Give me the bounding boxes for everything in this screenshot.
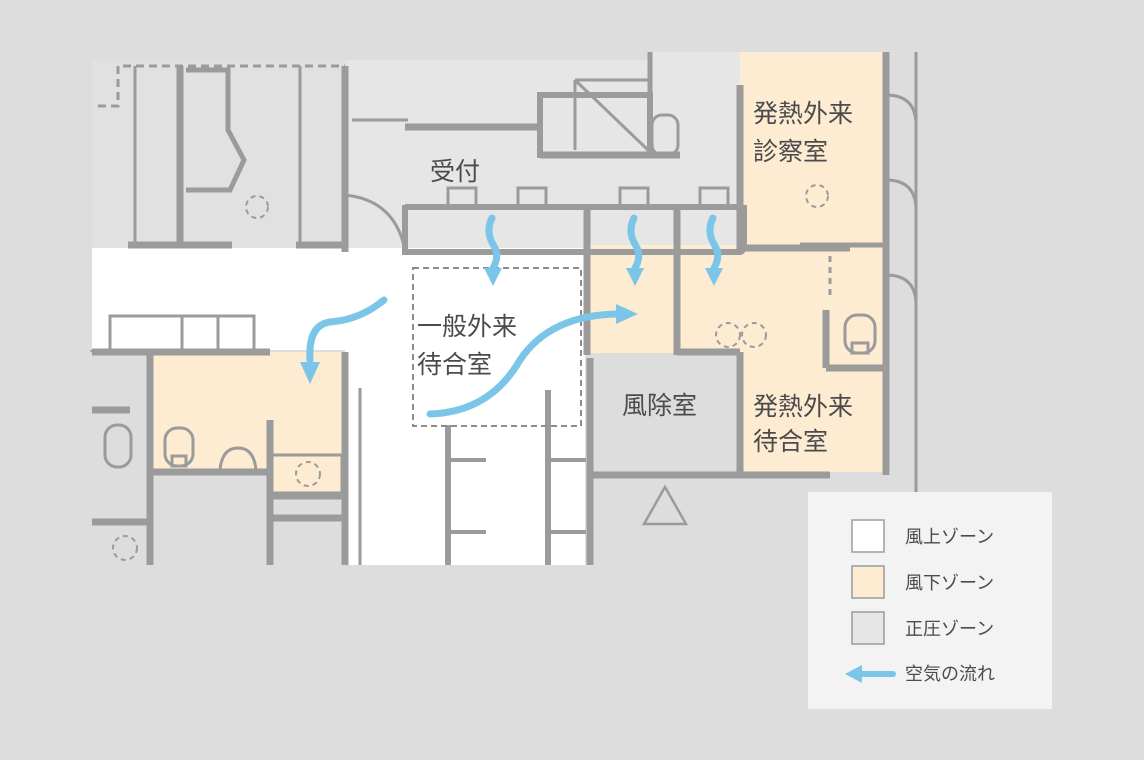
legend-label-positive: 正圧ゾーン <box>905 619 994 640</box>
airflow-arrow-wave <box>426 310 622 418</box>
triangle-icon <box>641 484 689 526</box>
legend-swatch-positive <box>851 611 885 645</box>
fever-waiting-label-2: 待合室 <box>753 427 828 456</box>
airflow-arrow-counter-1 <box>485 214 501 272</box>
fever-waiting-label-1: 発熱外来 <box>753 392 853 421</box>
legend-label-upwind: 風上ゾーン <box>905 527 994 548</box>
zone-downwind-fever-exam <box>740 52 886 252</box>
legend-swatch-upwind <box>851 519 885 553</box>
walls <box>92 52 890 565</box>
windbreak-label: 風除室 <box>622 391 697 420</box>
airflow-arrow-left <box>306 296 388 364</box>
zone-positive-left <box>92 60 347 250</box>
general-waiting-label-2: 待合室 <box>417 350 492 379</box>
toilet-icons <box>103 313 877 471</box>
seat-icons <box>112 184 829 561</box>
legend-swatch-downwind <box>851 565 885 599</box>
fever-exam-label-2: 診察室 <box>753 137 828 166</box>
legend: 風上ゾーン 風下ゾーン 正圧ゾーン 空気の流れ <box>808 492 1052 709</box>
airflow-arrow-counter-2 <box>627 214 643 272</box>
legend-airflow-arrowhead <box>845 665 862 683</box>
zone-windbreak <box>590 355 738 475</box>
zone-lower-right <box>590 475 830 565</box>
airflow-arrowheads <box>300 268 723 384</box>
reception-label: 受付 <box>430 157 480 186</box>
general-waiting-label-1: 一般外来 <box>417 312 517 341</box>
fever-exam-label-1: 発熱外来 <box>753 99 853 128</box>
details <box>90 52 918 565</box>
airflow-arrows <box>306 214 722 418</box>
legend-label-downwind: 風下ゾーン <box>905 573 994 594</box>
zone-downwind-mid <box>585 245 885 353</box>
legend-label-airflow: 空気の流れ <box>905 664 995 685</box>
airflow-arrow-counter-3 <box>706 214 722 272</box>
